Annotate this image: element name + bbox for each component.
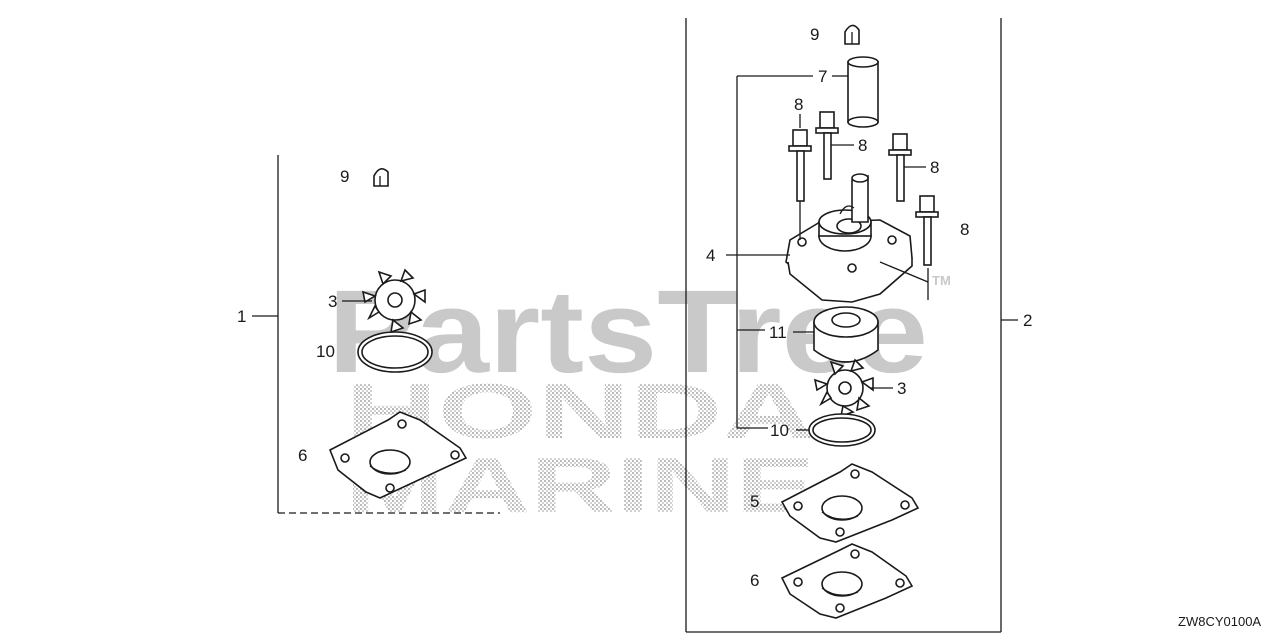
water-tube-icon <box>847 56 879 128</box>
bolt-a-icon <box>788 129 812 202</box>
insert-liner-icon <box>813 306 879 363</box>
impeller-left-icon <box>361 268 426 334</box>
gasket-left-icon <box>328 411 468 499</box>
callout-9-right: 9 <box>810 25 819 44</box>
callout-10-left: 10 <box>316 342 335 361</box>
seal-ring-right-icon <box>808 413 876 447</box>
callout-5: 5 <box>750 492 759 511</box>
grommet-left-icon <box>373 168 389 187</box>
callout-8-a: 8 <box>794 95 803 114</box>
right-kit-bracket <box>685 18 1018 633</box>
callout-8-b: 8 <box>858 136 867 155</box>
callout-3-right: 3 <box>897 379 906 398</box>
bolt-d-icon <box>915 195 939 266</box>
callout-6-right: 6 <box>750 571 759 590</box>
diagram-code: ZW8CY0100A <box>1178 614 1261 629</box>
plate-5-icon <box>780 463 920 543</box>
callout-8-d: 8 <box>960 220 969 239</box>
grommet-right-icon <box>844 24 860 45</box>
gasket-right-icon <box>780 543 914 619</box>
left-kit-bracket <box>252 155 500 514</box>
callout-1: 1 <box>237 307 246 326</box>
callout-9-left: 9 <box>340 167 349 186</box>
callout-11: 11 <box>769 323 787 342</box>
seal-ring-left-icon <box>357 331 433 373</box>
callout-4: 4 <box>706 246 715 265</box>
callout-8-c: 8 <box>930 158 939 177</box>
bolt-b-icon <box>815 111 839 180</box>
callout-2: 2 <box>1023 311 1032 330</box>
sub-bracket <box>736 75 813 429</box>
bolt-c-icon <box>888 133 912 202</box>
callout-6-left: 6 <box>298 446 307 465</box>
callout-10-right: 10 <box>770 421 789 440</box>
pump-housing-icon <box>785 173 913 303</box>
callout-7: 7 <box>818 67 827 86</box>
watermark-tm: TM <box>932 273 951 288</box>
callout-3-left: 3 <box>328 292 337 311</box>
